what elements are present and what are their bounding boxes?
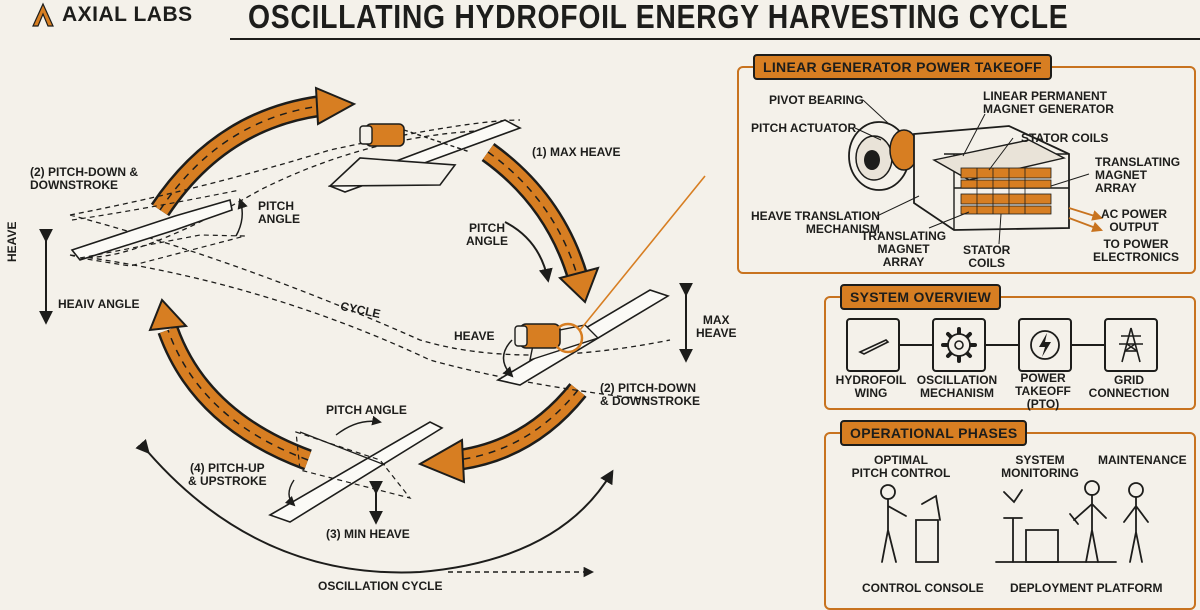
tile-oscillation-mechanism — [932, 318, 986, 372]
header: AXIAL LABS OSCILLATING HYDROFOIL ENERGY … — [0, 0, 1200, 40]
label-maintenance: MAINTENANCE — [1098, 453, 1187, 467]
cycle-arrow-right-down — [481, 143, 600, 304]
label-heave-translation: HEAVE TRANSLATION MECHANISM — [751, 209, 880, 236]
label-heave-vertical: HEAVE — [5, 221, 19, 262]
header-divider — [230, 38, 1200, 40]
cycle-arrow-top — [150, 86, 357, 217]
hydrofoil-wing-icon — [858, 339, 890, 355]
hydrofoil-bottom — [268, 415, 444, 523]
tile-label-pto: POWER TAKEOFF (PTO) — [1015, 371, 1071, 411]
oscillation-cycle-arc — [135, 438, 614, 574]
label-ac-power-output: AC POWER OUTPUT — [1101, 207, 1167, 234]
operations-illustration — [880, 480, 1149, 563]
overview-panel: SYSTEM OVERVIEW HYDR — [824, 284, 1196, 411]
tile-power-takeoff — [1018, 318, 1072, 372]
label-oscillation-cycle: OSCILLATION CYCLE — [318, 579, 443, 593]
brand-name: AXIAL LABS — [62, 3, 193, 26]
pitch-angle-arrow — [504, 221, 553, 283]
overview-panel-title: SYSTEM OVERVIEW — [840, 284, 1002, 310]
hydrofoil-top — [327, 119, 522, 193]
label-pitch-angle-bottom: PITCH ANGLE — [326, 403, 407, 417]
label-stator-coils-top: STATOR COILS — [1021, 131, 1109, 145]
gear-icon — [941, 327, 977, 363]
generator-panel-title: LINEAR GENERATOR POWER TAKEOFF — [753, 54, 1052, 80]
tile-label-oscillation: OSCILLATION MECHANISM — [916, 373, 998, 400]
phases-panel: OPERATIONAL PHASES OPTIMAL PITCH CONTROL… — [824, 420, 1196, 610]
label-pitch-up: (4) PITCH-UP & UPSTROKE — [188, 461, 267, 488]
cycle-arrow-bottom — [417, 383, 587, 484]
label-translating-magnet-right: TRANSLATING MAGNET ARRAY — [1095, 155, 1181, 195]
tile-label-hydrofoil: HYDROFOIL WING — [835, 373, 907, 400]
hydrofoil-right — [495, 175, 706, 386]
label-pitch-actuator: PITCH ACTUATOR — [751, 121, 857, 135]
label-linear-pm-generator: LINEAR PERMANENT MAGNET GENERATOR — [983, 89, 1114, 116]
label-max-heave-top: (1) MAX HEAVE — [532, 145, 621, 159]
tile-label-grid: GRID CONNECTION — [1088, 373, 1170, 400]
label-deployment-platform: DEPLOYMENT PLATFORM — [1010, 581, 1163, 595]
label-system-monitoring: SYSTEM MONITORING — [1001, 453, 1079, 480]
tile-connector — [898, 344, 1128, 346]
cycle-trajectory — [69, 119, 671, 401]
label-translating-magnet-bottom: TRANSLATING MAGNET ARRAY — [861, 229, 947, 269]
tile-hydrofoil-wing — [846, 318, 900, 372]
label-stator-coils-bottom: STATOR COILS — [963, 243, 1011, 270]
cycle-arrow-left-up — [148, 298, 312, 471]
label-pitch-angle-left: PITCH ANGLE — [258, 199, 300, 226]
label-min-heave: (3) MIN HEAVE — [326, 527, 410, 541]
linear-generator-illustration — [848, 99, 1104, 245]
label-optimal-pitch: OPTIMAL PITCH CONTROL — [851, 453, 951, 480]
label-pivot-bearing: PIVOT BEARING — [769, 93, 864, 107]
label-to-power-electronics: TO POWER ELECTRONICS — [1093, 237, 1180, 264]
label-pitch-down-left: (2) PITCH-DOWN & DOWNSTROKE — [30, 165, 138, 192]
power-bolt-icon — [1030, 330, 1060, 360]
label-control-console: CONTROL CONSOLE — [862, 581, 984, 595]
brand: AXIAL LABS — [30, 2, 193, 28]
hydrofoil-left — [70, 189, 248, 267]
phases-panel-title: OPERATIONAL PHASES — [840, 420, 1028, 446]
label-pitch-down-right: (2) PITCH-DOWN & DOWNSTROKE — [600, 381, 700, 408]
label-heave-angle: HEAIV ANGLE — [58, 297, 140, 311]
transmission-tower-icon — [1119, 327, 1143, 363]
page-title: OSCILLATING HYDROFOIL ENERGY HARVESTING … — [248, 0, 1069, 35]
generator-panel: LINEAR GENERATOR POWER TAKEOFF — [737, 54, 1196, 274]
hydrofoil-cycle-diagram — [39, 86, 706, 578]
label-heave-right: HEAVE — [454, 329, 495, 343]
tile-grid-connection — [1104, 318, 1158, 372]
label-pitch-angle-right: PITCH ANGLE — [466, 221, 508, 248]
axial-logo-icon — [32, 2, 54, 27]
label-max-heave-right: MAX HEAVE — [696, 313, 737, 340]
